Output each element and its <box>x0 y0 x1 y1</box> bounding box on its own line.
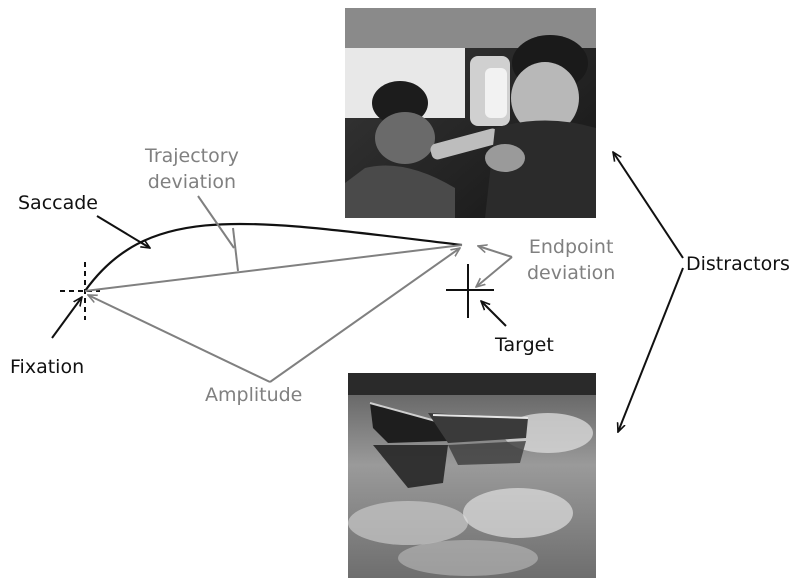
target-marker <box>446 264 494 318</box>
endpoint-deviation-label: Endpoint deviation <box>527 236 615 284</box>
endpoint-deviation-line-2: deviation <box>527 262 616 284</box>
amplitude-label: Amplitude <box>205 384 303 406</box>
trajectory-deviation-line-2: deviation <box>147 171 237 193</box>
saccade-vector <box>84 244 463 292</box>
fixation-label: Fixation <box>10 356 85 378</box>
distractor-photo-top <box>345 8 596 218</box>
saccade-label: Saccade <box>18 192 98 214</box>
target-label: Target <box>495 334 554 356</box>
distractors-label: Distractors <box>686 253 790 275</box>
distractor-photo-bottom <box>348 373 596 578</box>
saccade-trajectory <box>84 222 463 292</box>
trajectory-deviation-label: Trajectory deviation <box>145 145 239 193</box>
trajectory-deviation-line-1: Trajectory <box>145 145 239 167</box>
fixation-marker <box>60 262 100 320</box>
deviation-perpendicular <box>232 227 239 272</box>
endpoint-deviation-line-1: Endpoint <box>528 236 614 258</box>
